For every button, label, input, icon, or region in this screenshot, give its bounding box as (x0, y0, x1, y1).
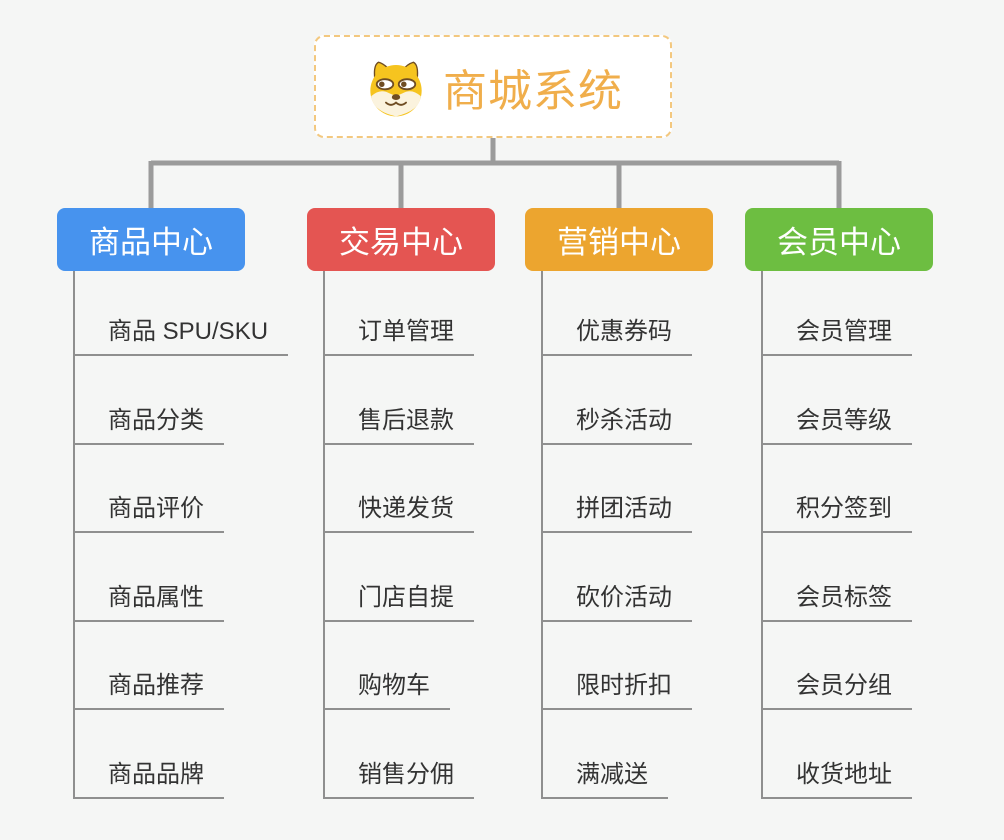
sub-item-row: 会员管理 (763, 271, 1004, 356)
sub-item-label[interactable]: 砍价活动 (543, 577, 692, 622)
sub-item-row: 门店自提 (325, 533, 585, 622)
root-title: 商城系统 (443, 66, 623, 116)
sub-item-row: 满减送 (543, 710, 803, 799)
sub-item-row: 秒杀活动 (543, 356, 803, 445)
sub-item-label[interactable]: 购物车 (325, 665, 450, 710)
sub-item-label[interactable]: 快递发货 (325, 488, 474, 533)
sub-item-label[interactable]: 售后退款 (325, 400, 474, 445)
sub-item-label[interactable]: 会员分组 (763, 665, 912, 710)
branch-item-list: 会员管理会员等级积分签到会员标签会员分组收货地址 (761, 271, 1004, 799)
sub-item-row: 积分签到 (763, 445, 1004, 533)
sub-item-label[interactable]: 秒杀活动 (543, 400, 692, 445)
sub-item-label[interactable]: 商品分类 (75, 400, 224, 445)
sub-item-row: 商品属性 (75, 533, 335, 622)
branch-0: 商品中心 商品 SPU/SKU 商品分类商品评价商品属性商品推荐商品品牌 (57, 208, 335, 799)
branch-2: 营销中心 优惠券码秒杀活动拼团活动砍价活动限时折扣满减送 (525, 208, 803, 799)
sub-item-label[interactable]: 门店自提 (325, 577, 474, 622)
sub-item-label[interactable]: 会员标签 (763, 577, 912, 622)
sub-item-row: 商品分类 (75, 356, 335, 445)
sub-item-label[interactable]: 拼团活动 (543, 488, 692, 533)
branch-1: 交易中心 订单管理售后退款快递发货门店自提购物车销售分佣 (307, 208, 585, 799)
sub-item-row: 商品推荐 (75, 622, 335, 710)
sub-item-row: 会员标签 (763, 533, 1004, 622)
sub-item-row: 砍价活动 (543, 533, 803, 622)
sub-item-label[interactable]: 会员管理 (763, 311, 912, 356)
sub-item-row: 快递发货 (325, 445, 585, 533)
branch-item-list: 优惠券码秒杀活动拼团活动砍价活动限时折扣满减送 (541, 271, 803, 799)
sub-item-row: 商品品牌 (75, 710, 335, 799)
sub-item-label[interactable]: 优惠券码 (543, 311, 692, 356)
branch-header[interactable]: 会员中心 (745, 208, 933, 271)
sub-item-row: 销售分佣 (325, 710, 585, 799)
sub-item-label[interactable]: 会员等级 (763, 400, 912, 445)
branch-item-list: 商品 SPU/SKU 商品分类商品评价商品属性商品推荐商品品牌 (73, 271, 335, 799)
sub-item-row: 会员分组 (763, 622, 1004, 710)
sub-item-row: 售后退款 (325, 356, 585, 445)
sub-item-row: 购物车 (325, 622, 585, 710)
sub-item-label[interactable]: 满减送 (543, 754, 668, 799)
sub-item-row: 收货地址 (763, 710, 1004, 799)
sub-item-row: 限时折扣 (543, 622, 803, 710)
sub-item-label[interactable]: 订单管理 (325, 311, 474, 356)
branch-3: 会员中心 会员管理会员等级积分签到会员标签会员分组收货地址 (745, 208, 1004, 799)
branch-item-list: 订单管理售后退款快递发货门店自提购物车销售分佣 (323, 271, 585, 799)
sub-item-label[interactable]: 销售分佣 (325, 754, 474, 799)
sub-item-label[interactable]: 积分签到 (763, 488, 912, 533)
sub-item-label[interactable]: 商品属性 (75, 577, 224, 622)
sub-item-row: 商品评价 (75, 445, 335, 533)
sub-item-row: 优惠券码 (543, 271, 803, 356)
branch-header[interactable]: 交易中心 (307, 208, 495, 271)
sub-item-row: 会员等级 (763, 356, 1004, 445)
root-node[interactable]: 商城系统 (314, 35, 672, 138)
sub-item-label[interactable]: 限时折扣 (543, 665, 692, 710)
sub-item-row: 订单管理 (325, 271, 585, 356)
sub-item-label[interactable]: 商品评价 (75, 488, 224, 533)
sub-item-label[interactable]: 收货地址 (763, 754, 912, 799)
sub-item-label[interactable]: 商品推荐 (75, 665, 224, 710)
branch-header[interactable]: 商品中心 (57, 208, 245, 271)
sub-item-label[interactable]: 商品 SPU/SKU (75, 311, 289, 356)
branch-header[interactable]: 营销中心 (525, 208, 713, 271)
sub-item-row: 商品 SPU/SKU (75, 271, 335, 356)
sub-item-row: 拼团活动 (543, 445, 803, 533)
sub-item-label[interactable]: 商品品牌 (75, 754, 224, 799)
shiba-dog-icon (370, 61, 422, 116)
